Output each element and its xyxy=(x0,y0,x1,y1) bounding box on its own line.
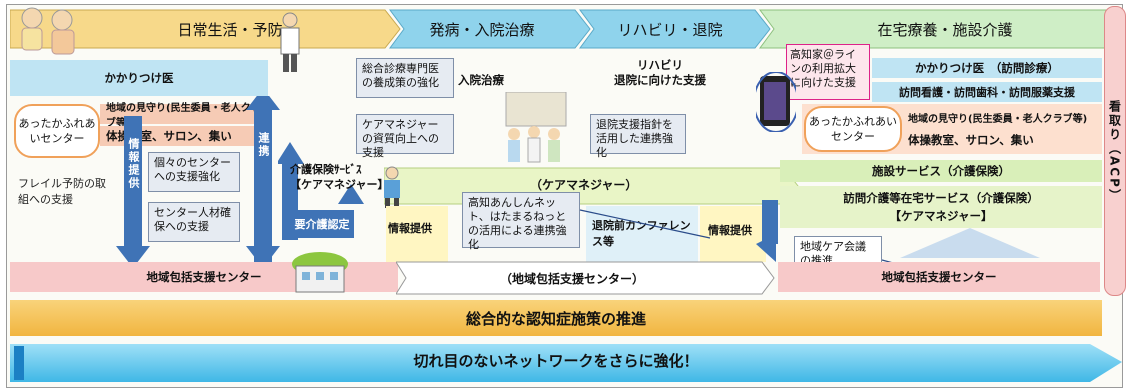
tablet-icon xyxy=(756,72,796,132)
joho-arrow-head xyxy=(116,246,150,268)
fureai-center-right-label: あったかふれあいセンター xyxy=(809,115,897,143)
fureai-center-left-label: あったかふれあいセンター xyxy=(18,117,96,145)
care-worker-icon xyxy=(384,166,400,208)
home-taisou-label: 体操教室、サロン、集い xyxy=(908,133,1034,147)
kakaritsuke-label: かかりつけ医 xyxy=(104,71,174,85)
zaitaku-label: 訪問介護等在宅サービス（介護保険） xyxy=(843,191,1039,205)
home-mimamori-label: 地域の見守り(民生委員・老人クラブ等) xyxy=(908,114,1088,125)
youkaigo-label: 要介護認定 xyxy=(294,218,350,231)
renkei-arrow-head-down xyxy=(246,246,280,268)
hokatsu-right-label: 地域包括支援センター xyxy=(881,270,997,284)
renkei-label: 連携 xyxy=(257,132,270,158)
renkei-arrow-shaft xyxy=(254,106,272,262)
rehab-title: リハビリ xyxy=(637,58,683,72)
kaigo-care-manager-label: 【ケアマネジャー】 xyxy=(290,178,389,191)
houmon-label: 訪問看護・訪問歯科・訪問服薬支援 xyxy=(899,86,1075,99)
stage-arrow-onset xyxy=(389,9,591,49)
stage-daily: 日常生活・予防 xyxy=(177,20,283,39)
network-label: 切れ目のないネットワークをさらに強化！ xyxy=(413,352,699,370)
dementia-bar: 総合的な認知症施策の推進 xyxy=(10,300,1102,336)
hokatsu-mid-label: （地域包括支援センター） xyxy=(500,272,645,286)
nurse-group-icon xyxy=(505,92,567,163)
doctor-icon xyxy=(280,12,300,72)
shisetsu-band: 施設サービス（介護保険） xyxy=(780,160,1102,182)
stage-arrow-home xyxy=(759,9,1109,49)
joho-teikyo-left: 情報提供 xyxy=(127,138,140,190)
stage-home: 在宅療養・施設介護 xyxy=(877,20,1013,39)
care-manager-quality-note: ケアマネジャーの資質向上への支援 xyxy=(356,114,454,159)
zaitaku-box: 訪問介護等在宅サービス（介護保険） 【ケアマネジャー】 xyxy=(780,186,1102,228)
joho-teikyo-mid: 情報提供 xyxy=(388,222,432,235)
mimamori-label: 地域の見守り(民生委員・老人クラブ等) xyxy=(106,103,261,129)
mitori-label: 看取り（ACP） xyxy=(1107,99,1122,203)
kakaritsuke-band: かかりつけ医 xyxy=(10,60,268,96)
joho-teikyo-rehab-box xyxy=(700,206,766,262)
stage-arrow-daily xyxy=(10,9,401,49)
joho-arrow-shaft xyxy=(124,116,142,250)
mitori-box: 看取り（ACP） xyxy=(1104,6,1126,296)
elderly-people-icon xyxy=(21,7,75,55)
taiin-guideline-note: 退院支援指針を活用した連携強化 xyxy=(590,114,686,159)
kaigo-service-box: 介護保険ｻｰﾋﾞｽ 【ケアマネジャー】 xyxy=(290,162,390,192)
kochike-line-note: 高知家＠ラインの利用拡大に向けた支援 xyxy=(786,44,870,100)
fureai-center-left: あったかふれあいセンター xyxy=(14,104,100,158)
joho-teikyo-mid-box xyxy=(386,206,448,262)
youkaigo-arrow xyxy=(278,142,364,240)
hokatsu-left-label: 地域包括支援センター xyxy=(146,270,262,284)
stage-arrow-rehab xyxy=(579,9,771,49)
joho-teikyo-rehab: 情報提供 xyxy=(708,224,752,237)
renkei-arrow-head-up xyxy=(246,96,280,110)
frail-support-text: フレイル予防の取組への支援 xyxy=(18,177,106,206)
home-kakaritsuke-label: かかりつけ医 （訪問診療） xyxy=(915,61,1059,75)
center-support-note: 個々のセンターへの支援強化 xyxy=(148,152,240,192)
hokatsu-band-right: 地域包括支援センター xyxy=(778,262,1100,292)
hokatsu-band-mid xyxy=(396,261,775,295)
home-care-manager-label: 【ケアマネジャー】 xyxy=(889,209,993,223)
care-meeting-triangle xyxy=(900,228,1040,258)
home-kakaritsuke-band: かかりつけ医 （訪問診療） xyxy=(872,58,1102,78)
stage-arrows xyxy=(10,9,1109,49)
care-center-building-icon xyxy=(292,252,348,293)
care-manager-band-label: （ケアマネジャー） xyxy=(530,178,638,192)
houmon-band: 訪問看護・訪問歯科・訪問服薬支援 xyxy=(872,82,1102,102)
stage-rehab: リハビリ・退院 xyxy=(617,20,723,39)
sogo-shinryo-note: 総合診療専門医の養成策の強化 xyxy=(356,58,454,98)
fureai-center-right: あったかふれあいセンター xyxy=(804,106,902,152)
kaigo-service-label: 介護保険ｻｰﾋﾞｽ xyxy=(290,163,362,176)
network-arrow xyxy=(10,344,1122,382)
shisetsu-label: 施設サービス（介護保険） xyxy=(872,164,1010,178)
staff-support-note: センター人材確保への支援 xyxy=(148,202,240,242)
stage-onset: 発病・入院治療 xyxy=(429,20,535,39)
nyuin-label: 入院治療 xyxy=(458,73,504,87)
rehab-subtitle: 退院に向けた支援 xyxy=(614,73,706,87)
vertical-arrows-left xyxy=(116,96,280,268)
dementia-label: 総合的な認知症施策の推進 xyxy=(465,309,646,328)
anshin-net-note: 高知あんしんネット、はたまるねっとの活用による連携強化 xyxy=(462,192,580,251)
